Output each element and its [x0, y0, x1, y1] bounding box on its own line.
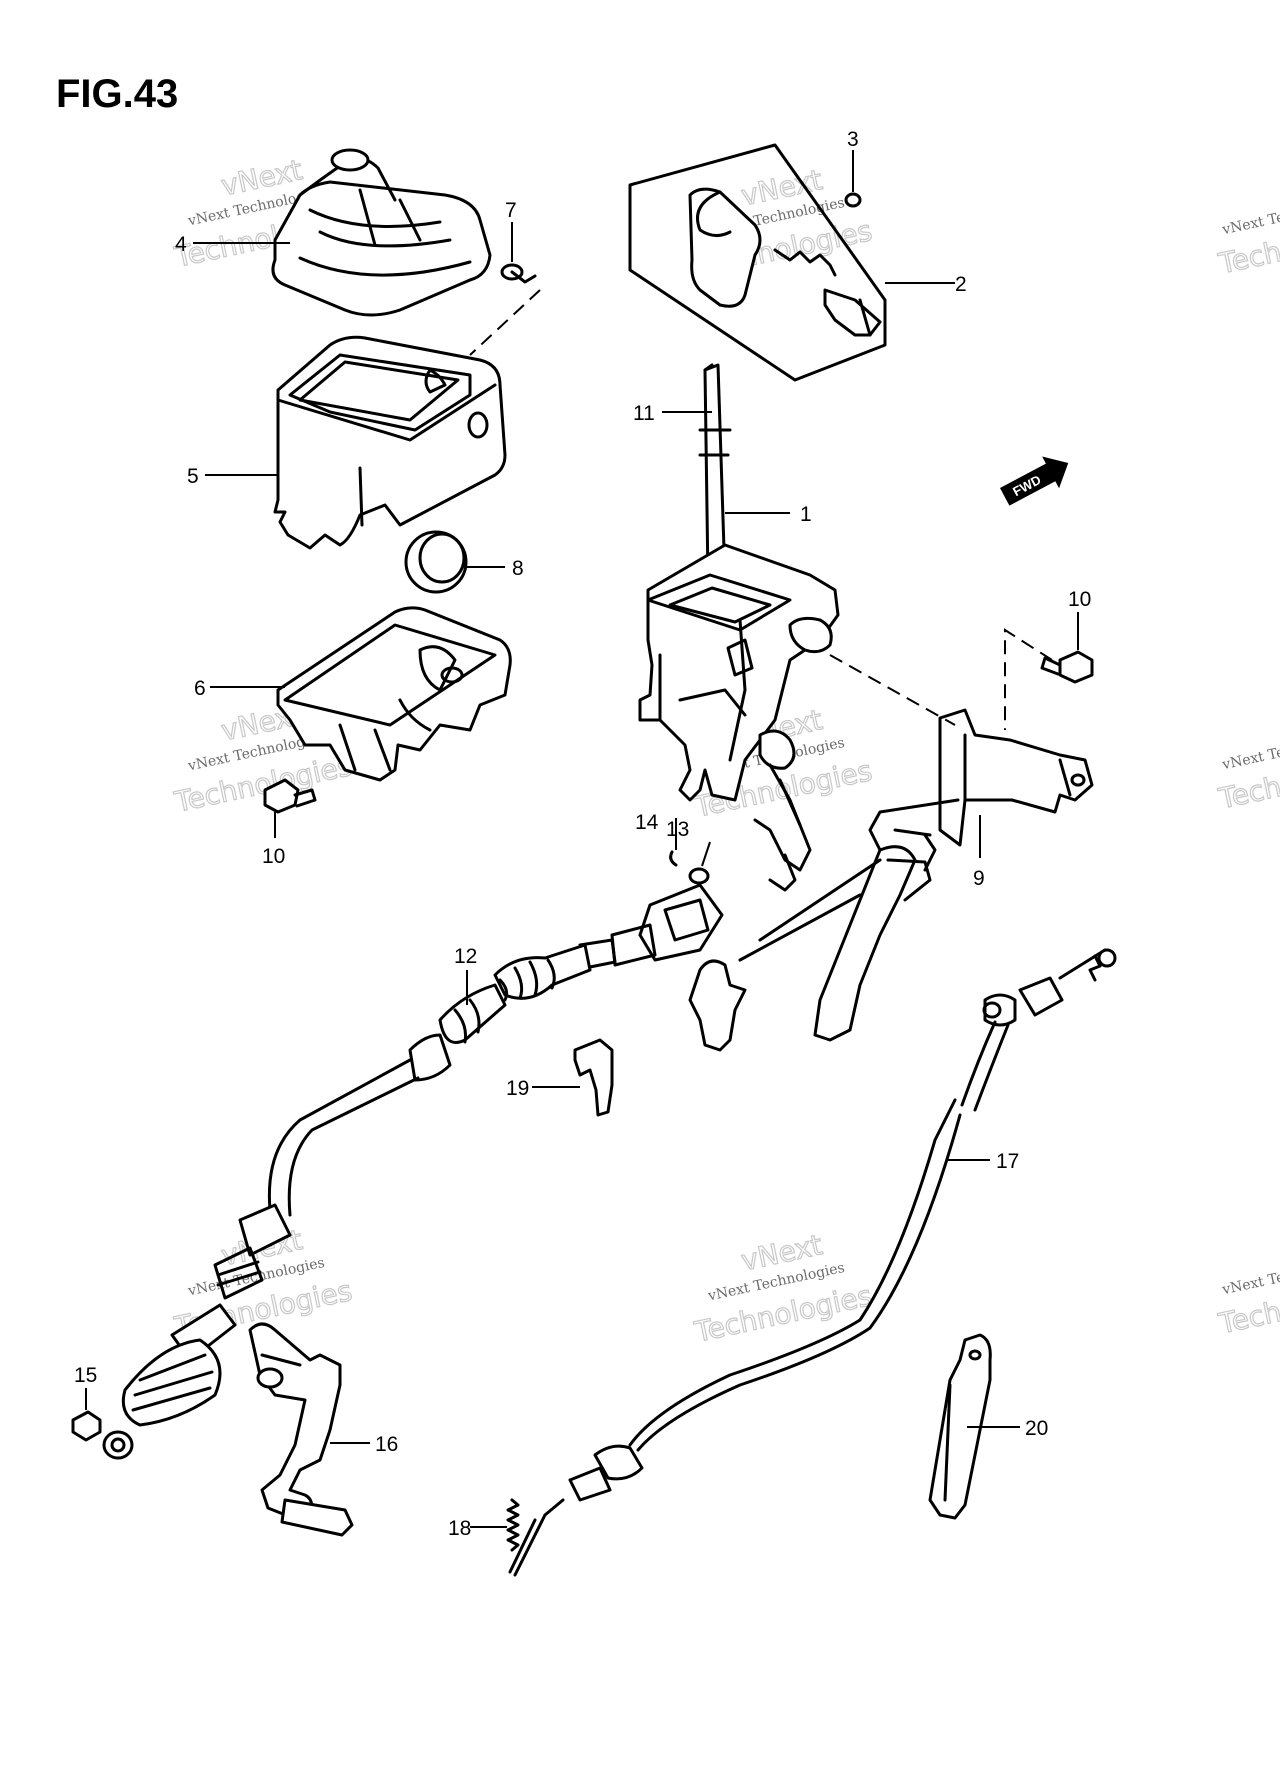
bolt	[263, 778, 317, 814]
lower-cover	[276, 606, 512, 782]
watermark-text: vNext Technologies	[1220, 194, 1280, 239]
callout-8: 8	[512, 557, 524, 580]
callout-19: 19	[506, 1077, 529, 1100]
cable-clip	[573, 1038, 614, 1117]
callout-leaders	[193, 242, 1020, 1528]
callout-5: 5	[187, 465, 199, 488]
callout-2: 2	[955, 273, 967, 296]
callout-labels: 1 2 3 4 5 6 7 8 9 10 10 11 12 13 14 15 1…	[74, 128, 1091, 1540]
clip	[669, 818, 678, 867]
callout-10-right: 10	[1068, 588, 1091, 611]
callout-4: 4	[175, 233, 187, 256]
lever-bracket	[829, 654, 1094, 860]
grommet	[404, 530, 468, 594]
callout-13: 13	[666, 818, 689, 841]
nut	[71, 1388, 102, 1442]
bolt	[1004, 612, 1094, 730]
callout-17: 17	[996, 1150, 1019, 1173]
callout-10-left: 10	[262, 845, 285, 868]
shift-rod	[698, 363, 732, 582]
shift-knob-set	[628, 143, 887, 382]
interlock-cable	[508, 948, 1117, 1577]
callout-15: 15	[74, 1364, 97, 1387]
gear-shift-lever-assembly	[638, 543, 840, 892]
callout-9: 9	[973, 867, 985, 890]
forward-direction-badge: FWD	[1000, 456, 1069, 506]
watermark-text: vNext Technologies	[1220, 729, 1280, 774]
callout-3: 3	[847, 128, 859, 151]
shift-control-cable	[102, 883, 724, 1460]
callout-14: 14	[635, 811, 659, 834]
washer	[688, 841, 711, 885]
console-cover	[273, 335, 507, 550]
callout-12: 12	[454, 945, 477, 968]
knob-screw	[844, 150, 862, 208]
callout-16: 16	[375, 1433, 398, 1456]
spring	[506, 1498, 520, 1552]
screw	[469, 222, 541, 356]
callout-6: 6	[194, 677, 206, 700]
callout-7: 7	[505, 199, 517, 222]
lever-bracket-lower	[248, 1322, 354, 1537]
callout-1: 1	[800, 503, 812, 526]
figure-title: FIG.43	[56, 72, 179, 116]
watermark-text: vNext Technologies	[1220, 1254, 1280, 1299]
callout-11: 11	[633, 402, 655, 425]
lower-bracket-arm	[688, 828, 937, 1052]
callout-20: 20	[1025, 1417, 1048, 1440]
callout-18: 18	[448, 1517, 471, 1540]
shift-lever-boot	[271, 148, 492, 317]
cable-clamp	[928, 1333, 992, 1520]
